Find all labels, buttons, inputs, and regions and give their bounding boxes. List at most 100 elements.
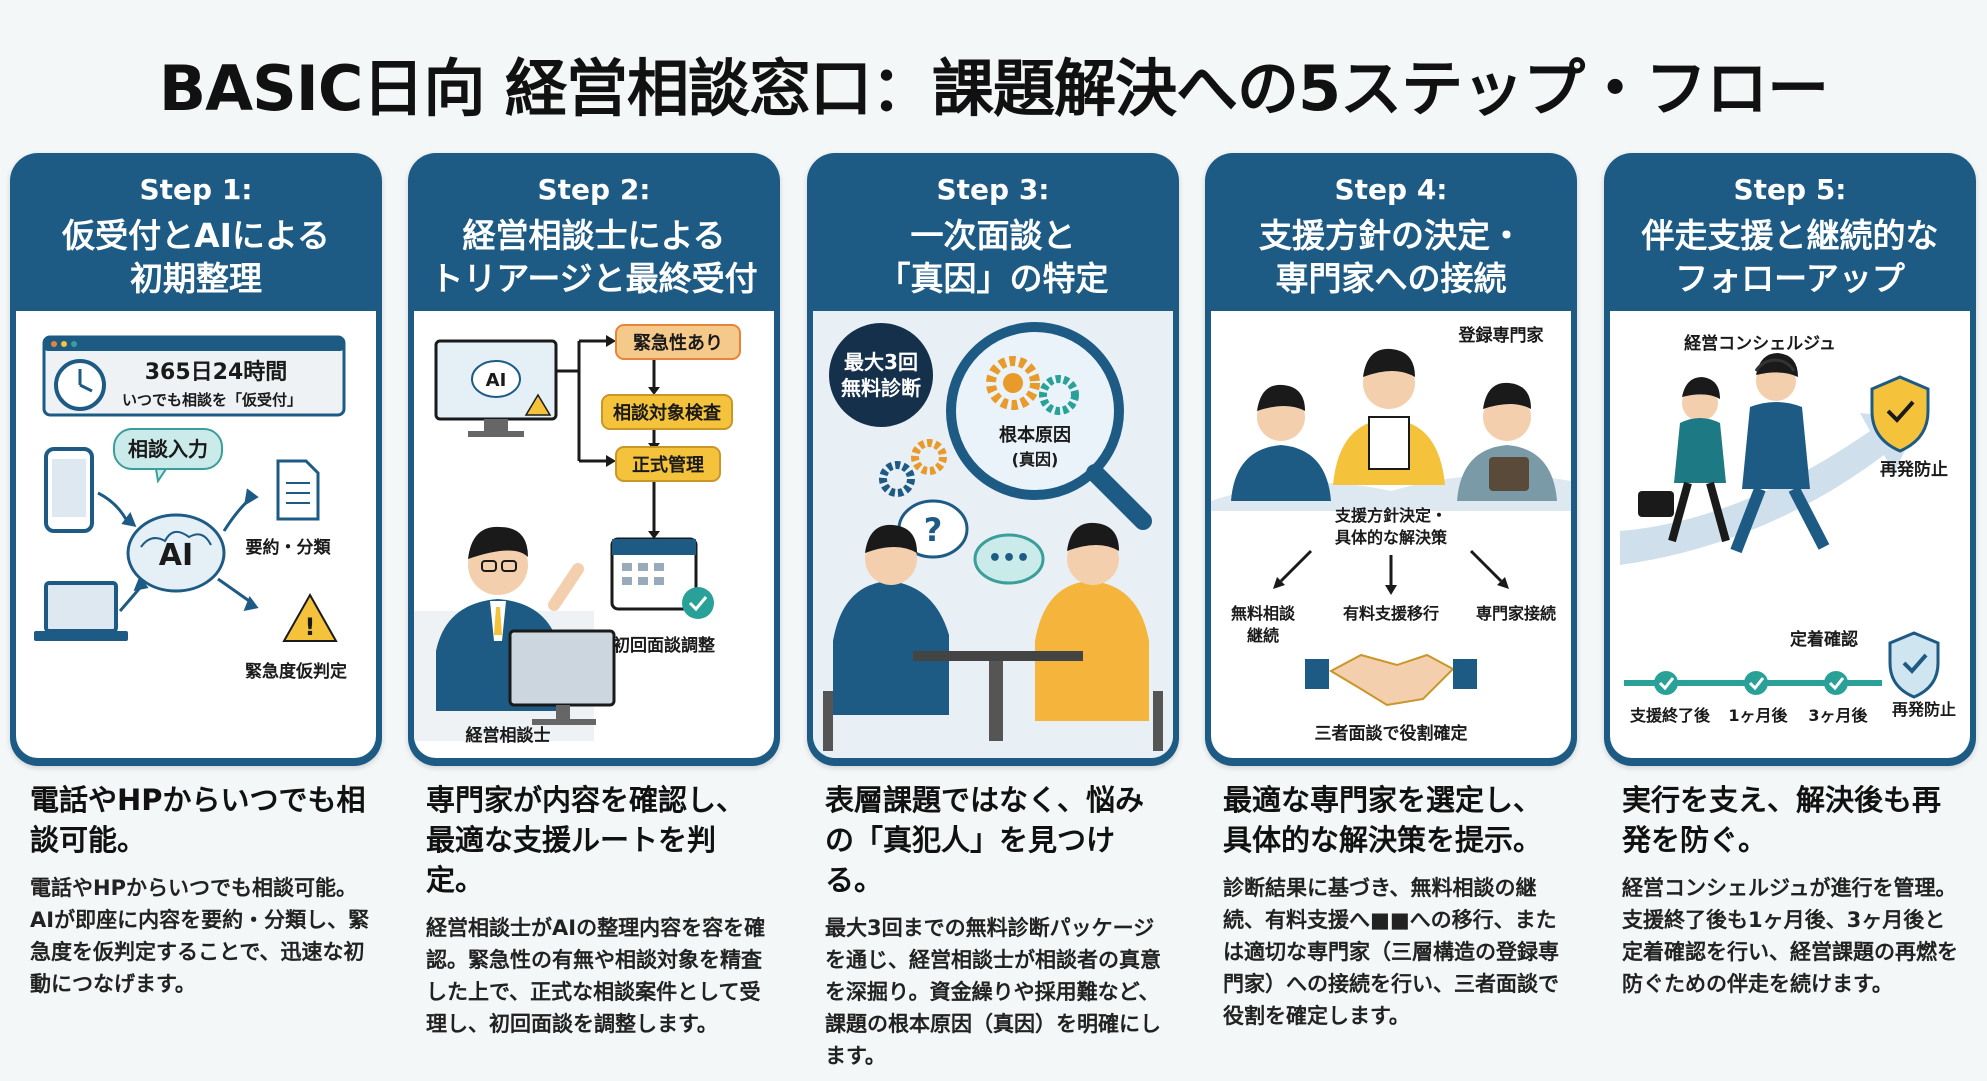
description-lead: 表層課題ではなく、悩みの「真犯人」を見つける。 <box>825 783 1145 897</box>
timeline-t2-label: 1ヶ月後 <box>1728 706 1788 725</box>
person-label: 経営相談士 <box>466 725 551 746</box>
shield-check-icon <box>1870 375 1930 453</box>
step-description-4: 最適な専門家を選定し、具体的な解決策を提示。 診断結果に基づき、無料相談の継続、… <box>1223 780 1563 1032</box>
handshake-icon <box>1305 653 1477 707</box>
clock-sub-label: いつでも相談を「仮受付」 <box>122 391 302 409</box>
step-card-5: Step 5: 伴走支援と継続的な フォローアップ 経営コンシェルジュ <box>1604 153 1976 766</box>
clock-icon <box>54 359 106 411</box>
step-description-3: 表層課題ではなく、悩みの「真犯人」を見つける。 最大3回までの無料診断パッケージ… <box>825 780 1165 1072</box>
svg-text:?: ? <box>924 511 943 549</box>
step-illustration: AI 緊急 <box>414 311 774 758</box>
description-body: 診断結果に基づき、無料相談の継続、有料支援へ■■への移行、または適切な専門家（三… <box>1223 876 1559 1028</box>
policy-line-2: 具体的な解決策 <box>1335 528 1448 547</box>
check-label: 定着確認 <box>1790 629 1858 650</box>
monitor-icon <box>434 339 558 437</box>
warning-icon: ! <box>282 592 338 642</box>
flow2-label: 相談対象検査 <box>613 402 721 424</box>
description-lead: 最適な専門家を選定し、具体的な解決策を提示。 <box>1223 783 1543 857</box>
table-icon <box>823 651 1163 751</box>
step-title: 一次面談と 「真因」の特定 <box>807 214 1179 300</box>
step-title-line: 初期整理 <box>130 259 262 298</box>
flow-connector-icon <box>556 339 656 531</box>
desktop-computer-icon <box>508 629 616 725</box>
flow-box-check <box>601 394 733 430</box>
step-description-2: 専門家が内容を確認し、最適な支援ルートを判定。 経営相談士がAIの整理内容を容を… <box>426 780 766 1040</box>
gear-icon <box>879 356 1079 497</box>
concierge-label: 経営コンシェルジュ <box>1684 333 1836 354</box>
step-title-line: 伴走支援と継続的な <box>1641 216 1939 255</box>
step-header: Step 4: 支援方針の決定・ 専門家への接続 <box>1205 153 1577 311</box>
flow-box-urgent <box>615 324 741 360</box>
expert-person-icon <box>1231 384 1331 501</box>
step-header: Step 2: 経営相談士による トリアージと最終受付 <box>408 153 780 311</box>
step-card-3: Step 3: 一次面談と 「真因」の特定 最大3回 無料診断 <box>807 153 1179 766</box>
chat-bubble-icon: ••• <box>973 533 1045 585</box>
step-number: Step 5: <box>1733 173 1847 206</box>
description-body: 経営相談士がAIの整理内容を容を確認。緊急性の有無や相談対象を精査した上で、正式… <box>426 916 766 1036</box>
monitor-ai-label: AI <box>486 370 507 391</box>
option2-label: 有料支援移行 <box>1343 604 1439 623</box>
option1-line-2: 継続 <box>1247 626 1279 645</box>
step-title: 仮受付とAIによる 初期整理 <box>10 214 382 300</box>
step-title-line: フォローアップ <box>1675 259 1905 298</box>
clock-main-label: 365日24時間 <box>145 360 288 385</box>
arrow-icon <box>97 488 259 612</box>
lens-line-1: 根本原因 <box>999 424 1071 446</box>
urgency-label: 緊急度仮判定 <box>245 661 347 682</box>
step-header: Step 3: 一次面談と 「真因」の特定 <box>807 153 1179 311</box>
option3-label: 専門家接続 <box>1476 604 1556 623</box>
step-description-5: 実行を支え、解決後も再発を防ぐ。 経営コンシェルジュが進行を管理。支援終了後も1… <box>1622 780 1962 1000</box>
lens-line-2: (真因) <box>1012 450 1059 469</box>
expert-person-icon <box>1457 382 1557 501</box>
svg-text:!: ! <box>305 613 316 641</box>
branch-arrow-icon <box>1279 549 1503 585</box>
step-title: 経営相談士による トリアージと最終受付 <box>408 214 780 300</box>
prevent2-label: 再発防止 <box>1892 700 1956 719</box>
step-title: 伴走支援と継続的な フォローアップ <box>1604 214 1976 300</box>
step-card-2: Step 2: 経営相談士による トリアージと最終受付 AI <box>408 153 780 766</box>
step-number: Step 1: <box>139 173 253 206</box>
step-title-line: トリアージと最終受付 <box>430 259 758 298</box>
step-title-line: 仮受付とAIによる <box>62 216 330 255</box>
experts-label: 登録専門家 <box>1458 325 1544 346</box>
flow-box-formal <box>615 446 721 482</box>
svg-text:•••: ••• <box>988 546 1030 571</box>
speech-bubble-icon <box>113 428 223 484</box>
client-person-icon <box>1035 522 1149 721</box>
free-diagnosis-badge-icon <box>829 323 933 427</box>
description-lead: 実行を支え、解決後も再発を防ぐ。 <box>1622 783 1942 857</box>
step-card-4: Step 4: 支援方針の決定・ 専門家への接続 登録専門家 <box>1205 153 1577 766</box>
step-title-line: 経営相談士による <box>462 216 726 255</box>
step-illustration: 登録専門家 支援方針決定・ 具体的な解決策 <box>1211 311 1571 758</box>
step-title: 支援方針の決定・ 専門家への接続 <box>1205 214 1577 300</box>
client-walking-person-icon <box>1638 377 1730 543</box>
step-number: Step 3: <box>936 173 1050 206</box>
ai-label: AI <box>159 538 193 573</box>
growth-arrow-icon <box>1620 413 1920 565</box>
step-title-line: 「真因」の特定 <box>877 259 1109 298</box>
step-header: Step 1: 仮受付とAIによる 初期整理 <box>10 153 382 311</box>
consultant-person-icon <box>833 524 949 715</box>
timeline-t3-label: 3ヶ月後 <box>1808 706 1868 725</box>
browser-window-icon <box>42 335 346 417</box>
description-lead: 専門家が内容を確認し、最適な支援ルートを判定。 <box>426 783 746 897</box>
flow3-label: 正式管理 <box>632 454 704 476</box>
policy-line-1: 支援方針決定・ <box>1334 506 1447 525</box>
meeting-label: 三者面談で役割確定 <box>1315 723 1468 744</box>
arrowhead-icon <box>606 335 660 539</box>
timeline-icon <box>1624 671 1882 695</box>
page-title: BASIC日向 経営相談窓口：課題解決への5ステップ・フロー <box>158 52 1829 125</box>
step-header: Step 5: 伴走支援と継続的な フォローアップ <box>1604 153 1976 311</box>
step-illustration: 経営コンシェルジュ <box>1610 311 1970 758</box>
step-illustration: 最大3回 無料診断 根本原因 (真因) ? ••• <box>813 311 1173 758</box>
option1-line-1: 無料相談 <box>1231 604 1296 623</box>
shield-check-icon <box>1888 631 1940 699</box>
expert-person-icon <box>1333 348 1445 485</box>
step-number: Step 4: <box>1334 173 1448 206</box>
calendar-label: 初回面談調整 <box>613 635 715 656</box>
description-body: 最大3回までの無料診断パッケージを通じ、経営相談士が相談者の真意を深掘り。資金繰… <box>825 916 1161 1068</box>
step-number: Step 2: <box>537 173 651 206</box>
badge-line-2: 無料診断 <box>841 376 921 400</box>
step-title-line: 一次面談と <box>910 216 1076 255</box>
ai-brain-icon <box>126 513 226 593</box>
